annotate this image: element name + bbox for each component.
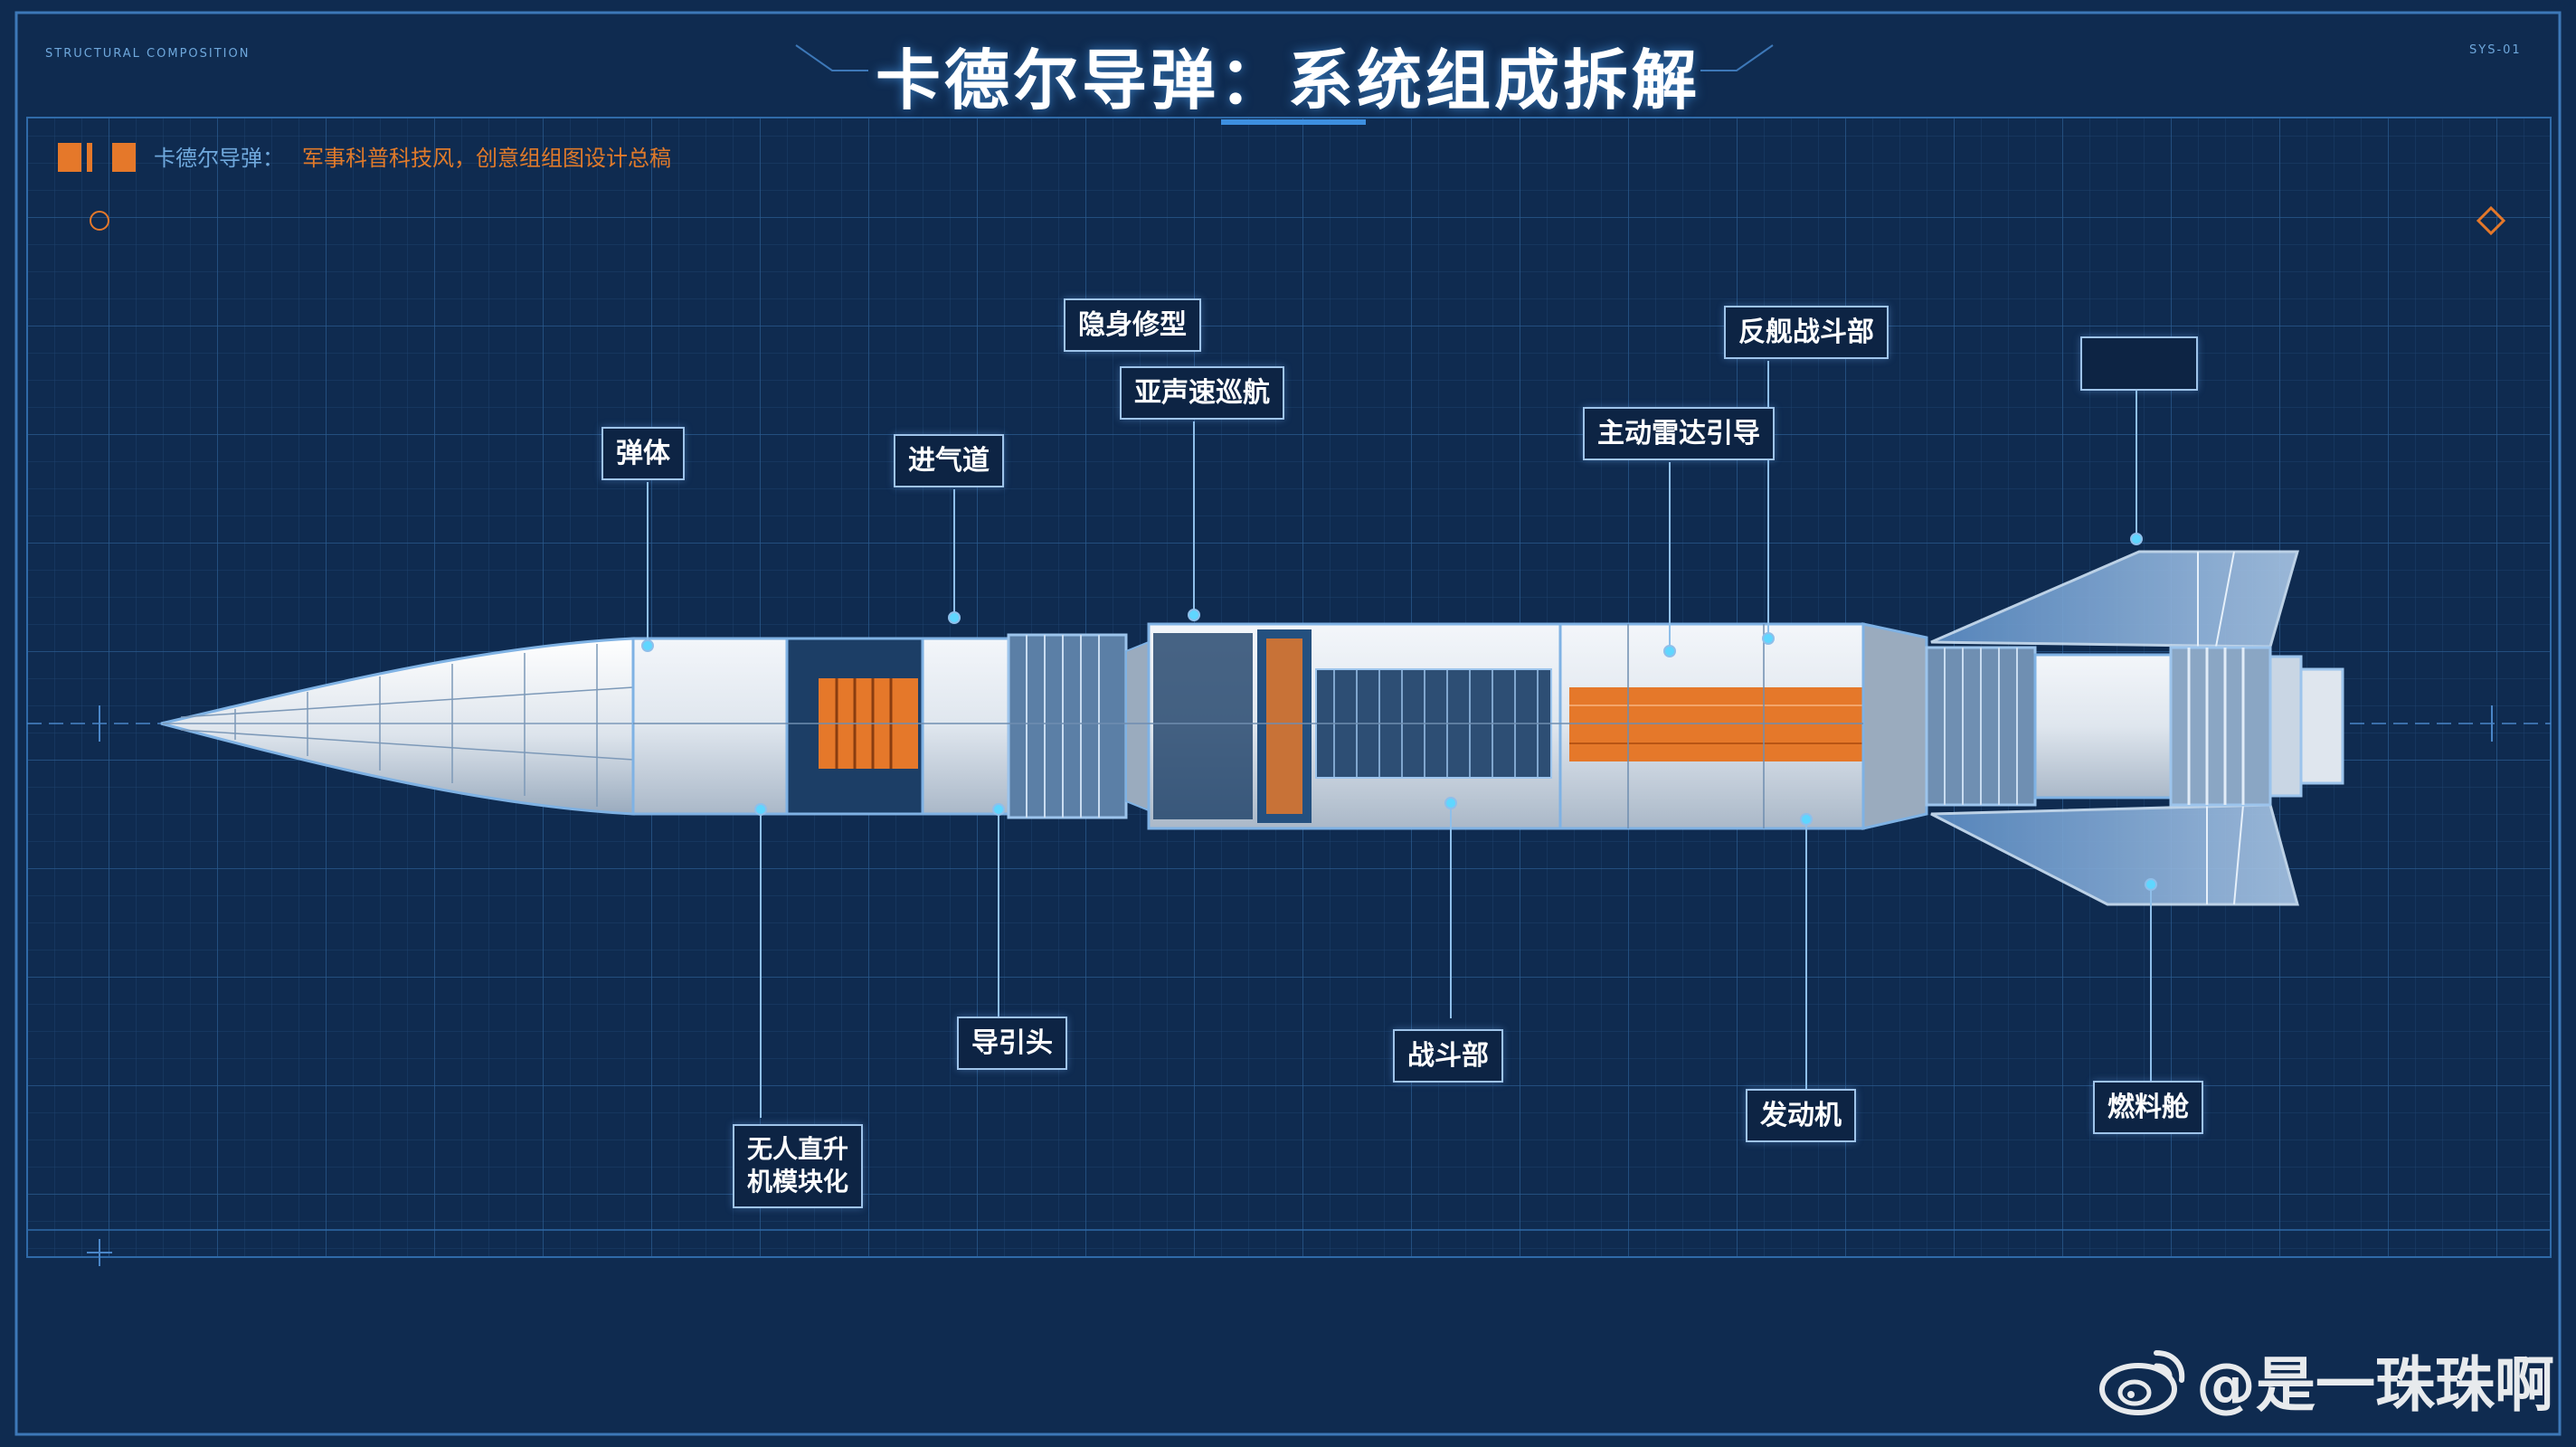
label-fuel-tank: 燃料舱 [2093, 1081, 2203, 1134]
label-seeker: 导引头 [957, 1017, 1067, 1070]
top-right-tag: SYS-01 [2469, 43, 2522, 57]
nozzle [2169, 646, 2272, 807]
subtitle-key: 卡德尔导弹： [154, 146, 284, 171]
weibo-watermark: @是一珠珠啊 [2097, 1337, 2554, 1423]
top-left-tag: STRUCTURAL COMPOSITION [45, 47, 251, 61]
lower-tail-fin [1930, 803, 2299, 906]
ribbed-ring [1007, 633, 1128, 819]
label-warhead: 战斗部 [1393, 1029, 1503, 1083]
subtitle-value: 军事科普科技风，创意组组图设计总稿 [302, 146, 671, 171]
label-active-radar-guidance: 主动雷达引导 [1583, 407, 1775, 460]
body-segment-front [631, 637, 789, 816]
label-blank-box [2080, 336, 2198, 391]
label-uav-module: 无人直升 机模块化 [733, 1124, 864, 1208]
page-title: 卡德尔导弹：系统组成拆解 [875, 43, 1700, 118]
body-segment-mid [921, 637, 1010, 816]
weibo-logo-icon [2099, 1350, 2185, 1415]
label-anti-ship-warhead: 反舰战斗部 [1724, 306, 1889, 359]
label-stealth-shaping: 隐身修型 [1064, 298, 1201, 352]
upper-tail-fin [1930, 550, 2299, 648]
subtitle: 卡德尔导弹： 军事科普科技风，创意组组图设计总稿 [154, 140, 671, 172]
watermark-text: @是一珠珠啊 [2196, 1350, 2554, 1420]
label-subsonic-cruise: 亚声速巡航 [1120, 366, 1284, 420]
label-engine: 发动机 [1746, 1089, 1856, 1142]
warhead-block [1569, 687, 1872, 761]
nose-cone [160, 637, 635, 816]
label-missile-body: 弹体 [601, 427, 685, 480]
label-air-intake: 进气道 [894, 434, 1004, 487]
